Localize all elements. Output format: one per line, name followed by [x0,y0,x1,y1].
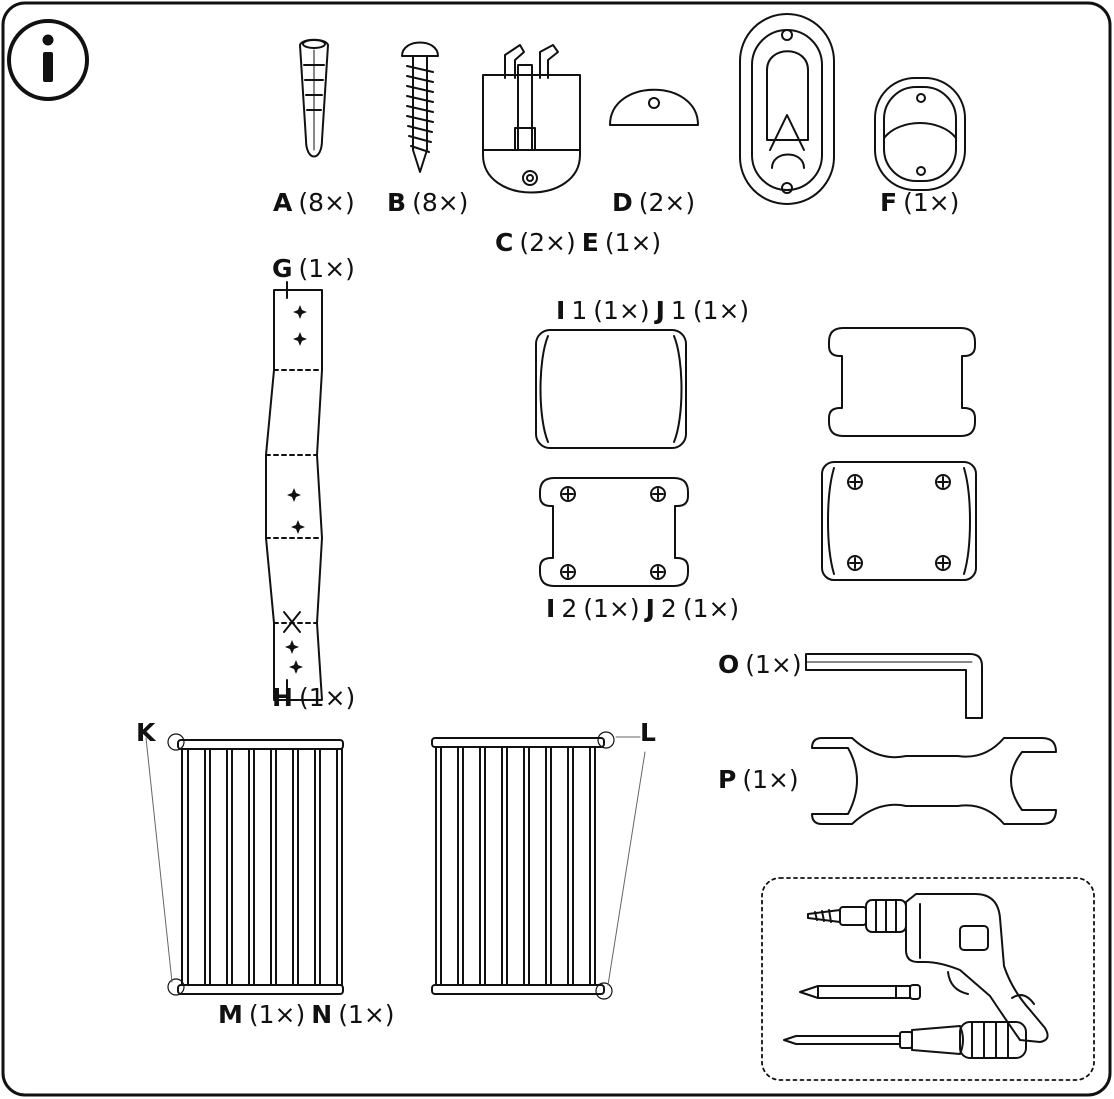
tools-box [761,877,1095,1081]
label-part-d: D(2×) [612,188,696,217]
label-part-f: F(1×) [880,188,960,217]
hinge-bracket-icon [482,44,581,194]
label-parts-c-e: C(2×)E(1×) [495,228,662,257]
info-icon [7,19,89,101]
label-parts-m-n: M(1×)N(1×) [218,1000,395,1029]
label-part-h: H(1×) [272,683,356,712]
label-part-a: A(8×) [273,188,355,217]
wall-mount-plate-icon [739,13,835,205]
half-round-cover-icon [609,88,699,126]
label-part-p: P(1×) [718,765,799,794]
gate-panel-right-icon [431,731,646,1000]
screwdriver-icon [783,1021,1027,1059]
oval-bracket-icon [874,77,966,191]
drill-icon [807,893,1049,1043]
screw-icon [401,41,439,173]
label-part-k: K [136,718,156,747]
label-part-o: O(1×) [718,650,802,679]
gate-panel-left-icon [145,733,344,996]
notched-plate-icon [539,477,689,587]
pencil-icon [799,984,921,1000]
label-part-g: G(1×) [272,254,355,283]
wall-plug-icon [299,38,329,158]
wrench-icon [811,737,1057,825]
label-part-b: B(8×) [387,188,469,217]
rounded-plate-icon [821,461,977,581]
allen-key-icon [805,653,983,719]
rounded-pad-icon [535,329,687,449]
notched-pad-icon [828,327,976,437]
label-part-l: L [640,718,656,747]
spacer-strip-icon [265,281,323,701]
